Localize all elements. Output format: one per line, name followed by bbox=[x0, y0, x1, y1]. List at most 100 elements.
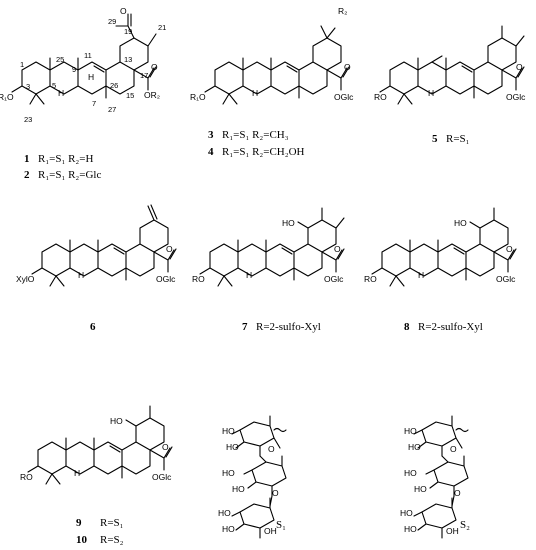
s1-ho-6: HO bbox=[222, 524, 235, 534]
compound-id-5: 5 bbox=[432, 133, 438, 145]
atom-h-9: H bbox=[74, 468, 80, 478]
atom-ro-8: RO bbox=[364, 274, 377, 284]
structure-3-4 bbox=[204, 25, 350, 105]
atom-ro-9: RO bbox=[20, 472, 33, 482]
s2-ho-3: HO bbox=[404, 468, 417, 478]
num-3: 3 bbox=[26, 82, 30, 91]
sugar-name-s2: S₂ bbox=[460, 519, 470, 531]
atom-o-8: O bbox=[506, 244, 513, 254]
compound-id-1: 1 bbox=[24, 153, 30, 165]
atom-ho-7: HO bbox=[282, 218, 295, 228]
atom-o-1b: O bbox=[151, 62, 158, 72]
atom-o-5: O bbox=[516, 62, 523, 72]
atom-ro-5: RO bbox=[374, 92, 387, 102]
compound-label-9: R=S₁ bbox=[100, 517, 124, 529]
atom-h-1: H bbox=[58, 88, 64, 98]
s1-ho-2: HO bbox=[226, 442, 239, 452]
structure-5 bbox=[379, 25, 525, 105]
atom-h-7: H bbox=[246, 270, 252, 280]
atom-r1o-1: R₁O bbox=[0, 92, 14, 102]
s2-ho-2: HO bbox=[408, 442, 421, 452]
structure-9-10 bbox=[27, 405, 173, 485]
num-7: 7 bbox=[92, 99, 96, 108]
compound-label-8: R=2-sulfo-Xyl bbox=[418, 321, 483, 333]
sugar-name-s1: S₁ bbox=[276, 519, 286, 531]
atom-oglc-3: OGlc bbox=[334, 92, 354, 102]
s2-ho-6: HO bbox=[404, 524, 417, 534]
atom-o-3: O bbox=[344, 62, 351, 72]
atom-o-7: O bbox=[334, 244, 341, 254]
structure-7 bbox=[199, 207, 345, 287]
num-29: 29 bbox=[108, 17, 116, 26]
compound-id-3: 3 bbox=[208, 129, 214, 141]
atom-o-6: O bbox=[166, 244, 173, 254]
atom-ro-7: RO bbox=[192, 274, 205, 284]
compound-id-7: 7 bbox=[242, 321, 248, 333]
s1-ho-4: HO bbox=[232, 484, 245, 494]
num-15: 15 bbox=[126, 91, 134, 100]
s2-oh-1: OH bbox=[446, 526, 459, 536]
s2-ho-1: HO bbox=[404, 426, 417, 436]
compound-label-2: R₁=S₁ R₂=Glc bbox=[38, 169, 101, 181]
atom-ho-8: HO bbox=[454, 218, 467, 228]
atom-h-6: H bbox=[78, 270, 84, 280]
compound-label-4: R₁=S₁ R₂=CH₂OH bbox=[222, 146, 305, 158]
compound-label-10: R=S₂ bbox=[100, 534, 124, 546]
num-13: 13 bbox=[124, 55, 132, 64]
atom-h-3: H bbox=[252, 88, 258, 98]
atom-or2-1: OR₂ bbox=[144, 90, 160, 100]
structure-8 bbox=[371, 207, 517, 287]
num-25: 25 bbox=[56, 55, 64, 64]
sugar-chain-s2 bbox=[413, 415, 469, 539]
num-17: 17 bbox=[140, 71, 148, 80]
s2-o-1: O bbox=[450, 444, 457, 454]
atom-h-8: H bbox=[418, 270, 424, 280]
atom-oglc-5: OGlc bbox=[506, 92, 526, 102]
compound-id-4: 4 bbox=[208, 146, 214, 158]
compound-id-9: 9 bbox=[76, 517, 82, 529]
atom-oglc-7: OGlc bbox=[324, 274, 344, 284]
s2-o-2: O bbox=[454, 488, 461, 498]
compound-id-2: 2 bbox=[24, 169, 30, 181]
num-27: 27 bbox=[108, 105, 116, 114]
atom-h-5: H bbox=[428, 88, 434, 98]
num-26: 26 bbox=[110, 81, 118, 90]
structure-1-2 bbox=[11, 13, 157, 105]
num-5: 5 bbox=[52, 81, 56, 90]
num-19: 19 bbox=[124, 27, 132, 36]
compound-id-6: 6 bbox=[90, 321, 96, 333]
num-11: 11 bbox=[84, 51, 92, 60]
s1-ho-1: HO bbox=[222, 426, 235, 436]
compound-label-3: R₁=S₁ R₂=CH₃ bbox=[222, 129, 289, 141]
s1-ho-3: HO bbox=[222, 468, 235, 478]
num-21: 21 bbox=[158, 23, 166, 32]
atom-oglc-9: OGlc bbox=[152, 472, 172, 482]
num-1: 1 bbox=[20, 60, 24, 69]
atom-oglc-8: OGlc bbox=[496, 274, 516, 284]
num-23: 23 bbox=[24, 115, 32, 124]
atom-oglc-6: OGlc bbox=[156, 274, 176, 284]
s1-ho-5: HO bbox=[218, 508, 231, 518]
structure-6 bbox=[31, 204, 177, 287]
sugar-chain-s1 bbox=[231, 415, 287, 539]
atom-o-1: O bbox=[120, 6, 127, 16]
s1-o-2: O bbox=[272, 488, 279, 498]
s2-ho-5: HO bbox=[400, 508, 413, 518]
atom-ho-9: HO bbox=[110, 416, 123, 426]
s1-o-1: O bbox=[268, 444, 275, 454]
atom-xylo-6: XylO bbox=[16, 274, 35, 284]
compound-id-8: 8 bbox=[404, 321, 410, 333]
atom-r2-3: R₂ bbox=[338, 6, 347, 16]
atom-o-9: O bbox=[162, 442, 169, 452]
compound-label-1: R₁=S₁ R₂=H bbox=[38, 153, 93, 165]
compound-label-7: R=2-sulfo-Xyl bbox=[256, 321, 321, 333]
compound-id-10: 10 bbox=[76, 534, 88, 546]
compound-label-5: R=S₁ bbox=[446, 133, 470, 145]
num-9: 9 bbox=[72, 65, 76, 74]
s2-ho-4: HO bbox=[414, 484, 427, 494]
s1-oh-1: OH bbox=[264, 526, 277, 536]
atom-h-1b: H bbox=[88, 72, 94, 82]
atom-r1o-3: R₁O bbox=[190, 92, 206, 102]
